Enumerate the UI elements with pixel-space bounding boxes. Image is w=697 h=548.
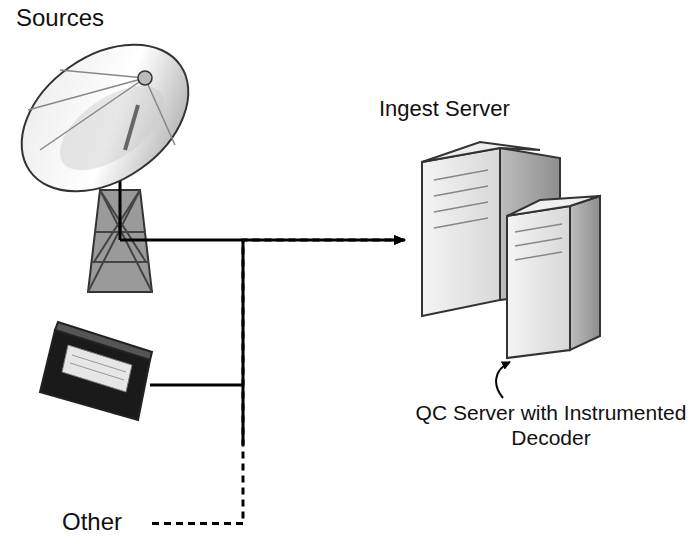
callout-box: QC Server with Instrumented Decoder (410, 398, 692, 460)
optional-signal-line (152, 240, 405, 524)
video-tape (40, 322, 152, 420)
node-label: Sources (16, 4, 206, 33)
node-label: Other (62, 508, 148, 537)
node-label: QC Server with Instrumented Decoder (414, 400, 688, 450)
source-label-box: Other (58, 506, 152, 541)
server-group: Ingest Server (405, 96, 615, 358)
node-label: Ingest Server (379, 96, 615, 122)
qc-server (507, 196, 600, 358)
source-group: Sources (10, 2, 212, 300)
callout-leader (496, 362, 510, 398)
satellite-dish (0, 14, 216, 221)
